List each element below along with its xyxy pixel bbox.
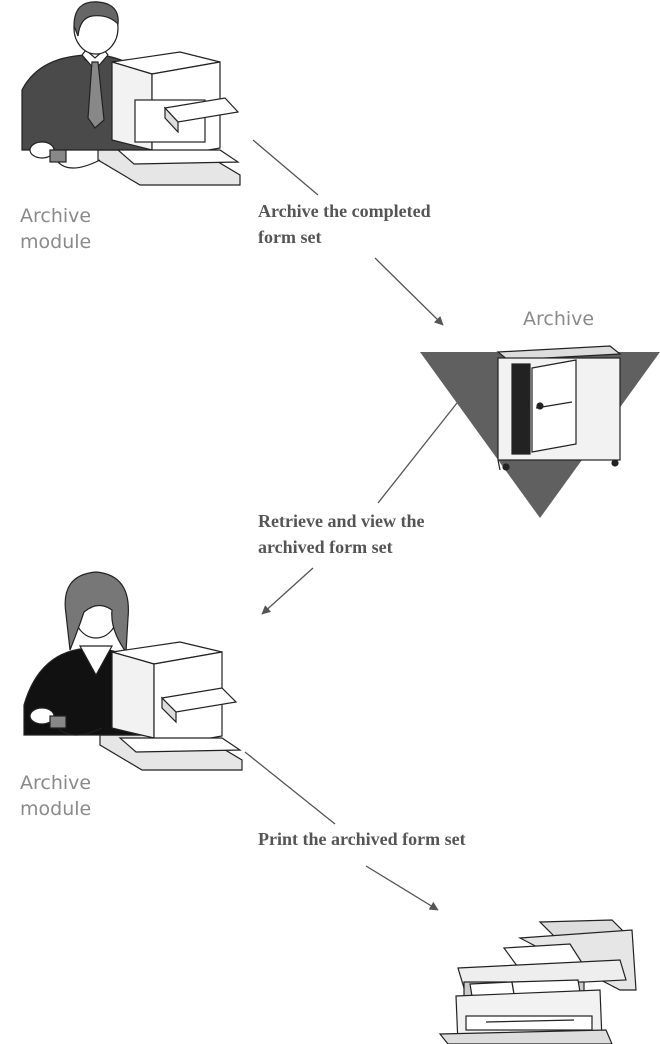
module-label-top-line1: Archive: [20, 205, 92, 227]
step2-label-line1: Retrieve and view the: [258, 511, 425, 531]
printer-icon: [438, 919, 637, 1044]
step2-label: Retrieve and view the archived form set: [258, 508, 424, 560]
archive-cabinet-icon: [420, 345, 660, 518]
step1-label-line2: form set: [258, 227, 322, 247]
step3-label: Print the archived form set: [258, 829, 466, 849]
woman-at-computer-icon: [23, 571, 243, 771]
step2-label-line2: archived form set: [258, 537, 393, 557]
module-label-bottom: Archive module: [20, 770, 91, 822]
step1-label-line1: Archive the completed: [258, 201, 431, 221]
arrow-to-bottom-user: [261, 567, 314, 615]
man-at-computer-icon: [21, 1, 241, 186]
arrow-segment: [377, 402, 458, 504]
arrow-segment: [252, 139, 319, 196]
archive-label: Archive: [523, 308, 595, 330]
arrow-to-printer: [365, 865, 439, 911]
arrow-to-archive: [374, 257, 444, 326]
module-label-bottom-line1: Archive: [20, 772, 92, 794]
arrow-segment: [244, 751, 336, 825]
module-label-top: Archive module: [20, 203, 91, 255]
module-label-bottom-line2: module: [20, 798, 92, 820]
module-label-top-line2: module: [20, 231, 92, 253]
step1-label: Archive the completed form set: [258, 198, 431, 250]
